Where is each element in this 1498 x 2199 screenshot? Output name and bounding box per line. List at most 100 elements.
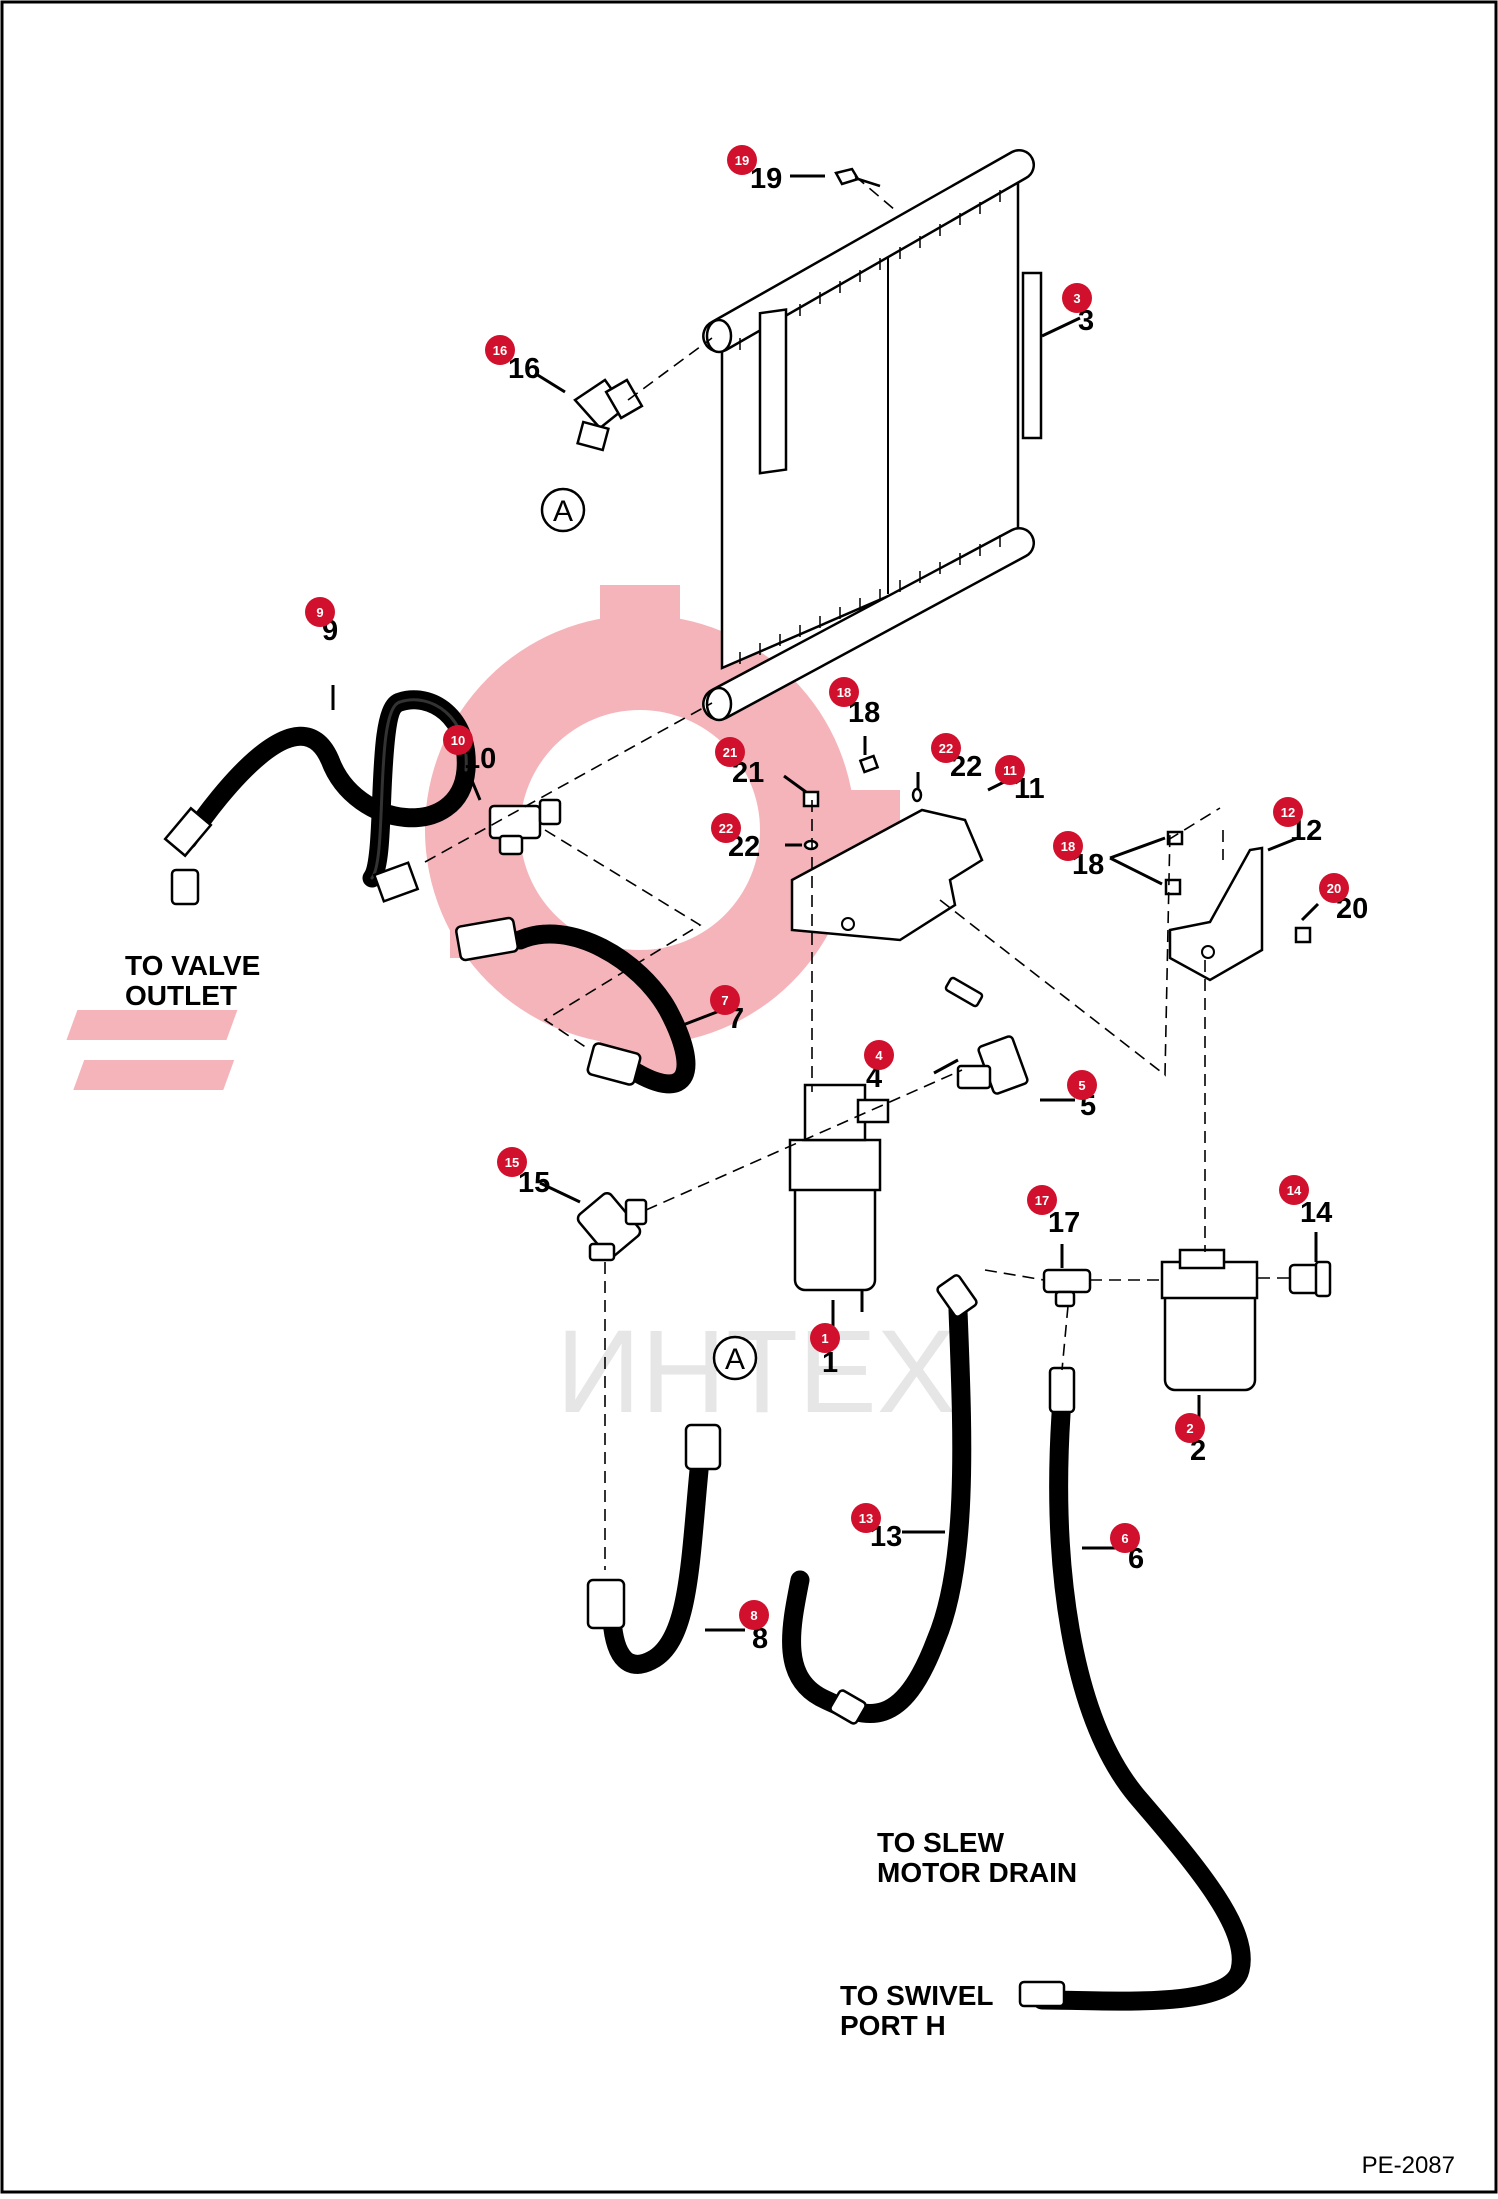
- callout-badge-circle: [1110, 1523, 1140, 1553]
- callout-badge-16[interactable]: 16: [485, 335, 515, 365]
- callout-badge-number: 13: [859, 1511, 873, 1526]
- callout-badge-14[interactable]: 14: [1279, 1175, 1309, 1205]
- callout-badge-number: 22: [939, 741, 953, 756]
- callout-badge-18a[interactable]: 18: [829, 677, 859, 707]
- callout-badge-number: 9: [316, 605, 323, 620]
- filter-2: [1160, 1248, 1259, 1392]
- hose-9: [163, 690, 476, 906]
- cooler-bottom-tank: [702, 527, 1036, 721]
- part-number-14: 14: [1300, 1197, 1332, 1229]
- callout-badge-9[interactable]: 9: [305, 597, 335, 627]
- note-slew-line-1: TO SLEW: [877, 1827, 1005, 1858]
- callout-badge-number: 1: [821, 1331, 828, 1346]
- fitting-4: [944, 976, 984, 1008]
- hose-13: [782, 1274, 978, 1725]
- callout-badge-number: 6: [1121, 1531, 1128, 1546]
- part-number-16: 16: [508, 353, 540, 385]
- callout-badge-number: 12: [1281, 805, 1295, 820]
- center-lines: [424, 175, 1290, 1570]
- callout-badge-circle: [711, 813, 741, 843]
- callout-badge-2[interactable]: 2: [1175, 1413, 1205, 1443]
- callout-badge-13[interactable]: 13: [851, 1503, 881, 1533]
- callout-badge-number: 7: [721, 993, 728, 1008]
- note-swivel-line-2: PORT H: [840, 2010, 946, 2041]
- routing-notes: TO VALVE OUTLET TO SLEW MOTOR DRAIN TO S…: [125, 950, 1077, 2041]
- callout-badge-circle: [1319, 873, 1349, 903]
- callout-badge-19[interactable]: 19: [727, 145, 757, 175]
- callout-badge-22a[interactable]: 22: [931, 733, 961, 763]
- callout-badge-20[interactable]: 20: [1319, 873, 1349, 903]
- callout-badge-circle: [829, 677, 859, 707]
- note-valve-line-1: TO VALVE: [125, 950, 260, 981]
- callout-badge-circle: [305, 597, 335, 627]
- part-number-3: 3: [1078, 305, 1094, 337]
- watermark-stripe: [73, 1060, 235, 1090]
- tee-fitting-10: [488, 798, 562, 856]
- callout-badge-circle: [485, 335, 515, 365]
- callout-badge-number: 19: [735, 153, 749, 168]
- part-number-4: 4: [866, 1062, 882, 1094]
- callout-badge-number: 8: [750, 1608, 757, 1623]
- cooler-mount-left: [758, 308, 788, 475]
- connector-a-label: A: [553, 495, 573, 528]
- callout-badge-21[interactable]: 21: [715, 737, 745, 767]
- callout-badge-number: 17: [1035, 1193, 1049, 1208]
- callout-badge-number: 16: [493, 343, 507, 358]
- callout-badge-4[interactable]: 4: [864, 1040, 894, 1070]
- cooler-top-tank: [702, 149, 1036, 353]
- callout-badge-circle: [1067, 1070, 1097, 1100]
- note-swivel-line-1: TO SWIVEL: [840, 1980, 994, 2011]
- part-number-2: 2: [1190, 1435, 1206, 1467]
- callout-badge-circle: [1027, 1185, 1057, 1215]
- note-slew-line-2: MOTOR DRAIN: [877, 1857, 1077, 1888]
- bracket-12: [1168, 846, 1264, 982]
- callout-badge-circle: [810, 1323, 840, 1353]
- callout-badge-circle: [864, 1040, 894, 1070]
- hardware-bolts: [802, 754, 1312, 944]
- callout-badge-circle: [497, 1147, 527, 1177]
- callout-badge-circle: [1175, 1413, 1205, 1443]
- callout-badge-18b[interactable]: 18: [1053, 831, 1083, 861]
- connector-a-top: A: [540, 487, 586, 533]
- callout-badge-6[interactable]: 6: [1110, 1523, 1140, 1553]
- callout-badge-8[interactable]: 8: [739, 1600, 769, 1630]
- callout-badge-circle: [1273, 797, 1303, 827]
- callout-badge-3[interactable]: 3: [1062, 283, 1092, 313]
- callout-badge-number: 14: [1287, 1183, 1302, 1198]
- callout-badge-circle: [715, 737, 745, 767]
- callout-badge-10[interactable]: 10: [443, 725, 473, 755]
- callout-badge-15[interactable]: 15: [497, 1147, 527, 1177]
- elbow-fitting-16: [573, 378, 644, 452]
- part-number-19: 19: [750, 163, 782, 195]
- note-valve-line-2: OUTLET: [125, 980, 237, 1011]
- cooler-mount-right: [1021, 271, 1043, 440]
- callout-badge-number: 2: [1186, 1421, 1193, 1436]
- callout-badge-circle: [739, 1600, 769, 1630]
- cooler-fins-bottom: [739, 535, 1001, 664]
- callout-badge-number: 22: [719, 821, 733, 836]
- callout-badge-number: 18: [1061, 839, 1075, 854]
- callout-badge-11[interactable]: 11: [995, 755, 1025, 785]
- watermark-stripe: [66, 1010, 238, 1040]
- part-number-8: 8: [752, 1623, 768, 1655]
- callout-badge-circle: [710, 985, 740, 1015]
- elbow-fitting-14: [1288, 1260, 1332, 1298]
- hose-8: [586, 1423, 722, 1674]
- watermark-text: ИНТЕХ: [556, 1306, 956, 1438]
- part-number-17: 17: [1048, 1207, 1080, 1239]
- callout-badge-22b[interactable]: 22: [711, 813, 741, 843]
- callout-badge-number: 15: [505, 1155, 519, 1170]
- leader-lines: [331, 174, 1320, 1632]
- hose-7: [455, 916, 696, 1094]
- callout-badge-5[interactable]: 5: [1067, 1070, 1097, 1100]
- connector-a-label: A: [725, 1343, 745, 1376]
- callout-badge-circle: [995, 755, 1025, 785]
- callout-badge-number: 20: [1327, 881, 1341, 896]
- watermark-tooth: [600, 585, 680, 655]
- callout-badge-17[interactable]: 17: [1027, 1185, 1057, 1215]
- callout-badge-12[interactable]: 12: [1273, 797, 1303, 827]
- callout-badge-number: 4: [875, 1048, 883, 1063]
- callout-badge-7[interactable]: 7: [710, 985, 740, 1015]
- callout-badge-1[interactable]: 1: [810, 1323, 840, 1353]
